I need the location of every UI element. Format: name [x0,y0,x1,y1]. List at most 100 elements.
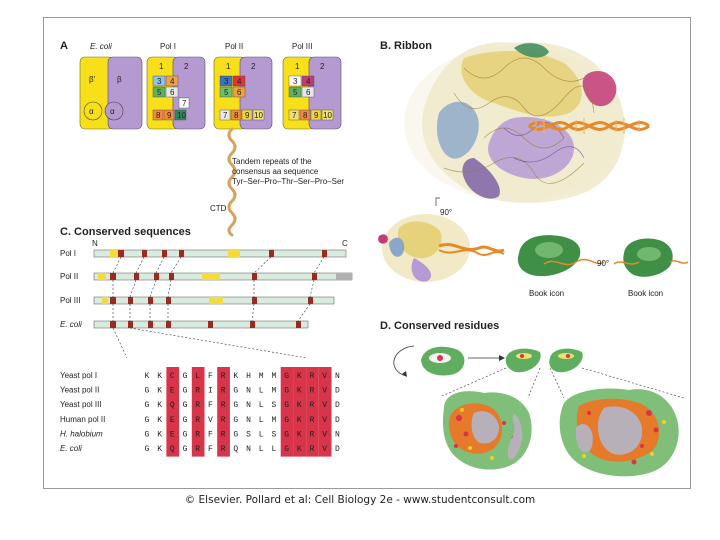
tandem-note-line-3: Tyr–Ser–Pro–Thr–Ser–Pro–Ser [232,177,344,186]
pol1-num-6: 6 [170,88,175,97]
bar-label-ecoli: E. coli [60,320,82,329]
residue: N [246,416,251,425]
alignment-row-label: Yeast pol III [60,400,102,409]
pol1-diagram: 1 2 3 4 5 6 7 8 9 10 [147,57,205,129]
residue: K [157,445,162,454]
pol1-num-1: 1 [159,62,164,71]
residue: D [335,387,340,396]
sequence-bar-ecoli [94,321,308,328]
pol3-num-1: 1 [295,62,300,71]
pol1-num-3: 3 [157,77,162,86]
pol2-num-9: 9 [245,111,250,120]
residue: Q [233,445,238,454]
residue: R [221,430,226,439]
panel-d: D. Conserved residues [380,320,684,476]
book-icon-1 [518,235,604,276]
figure-canvas: A E. coli Pol I Pol II Pol III β' β α α … [44,18,690,488]
pol1-num-5: 5 [157,88,162,97]
residue: L [259,401,264,410]
sequence-bar-pol2 [94,273,352,280]
pol3-num-6: 6 [306,88,311,97]
residue: K [145,372,150,381]
col-label-pol3: Pol III [292,42,312,51]
residue: R [310,430,315,439]
residue: V [322,401,327,410]
residue: R [221,445,226,454]
pol3-num-9: 9 [314,111,319,120]
pol2-num-2: 2 [251,62,256,71]
residue: R [195,430,200,439]
residue: R [195,401,200,410]
pol1-num-7: 7 [182,99,187,108]
conserved-icon-small [421,347,464,376]
residue: Q [170,401,175,410]
alignment-row-label: Human pol II [60,415,105,424]
residue: G [284,401,289,410]
residue: N [246,401,251,410]
residue: C [170,372,175,381]
book-icon-label-2: Book icon [628,289,663,298]
residue: E [170,416,175,425]
tandem-note-line-2: consensus aa sequence [232,167,319,176]
residue: G [183,401,188,410]
alpha-label-1: α [89,107,94,116]
residue: G [284,372,289,381]
residue: L [259,387,264,396]
pol2-num-8: 8 [234,111,239,120]
pol1-num-10: 10 [177,111,186,120]
residue: F [208,445,213,454]
residue: L [259,445,264,454]
residue: K [233,372,238,381]
residue: N [246,387,251,396]
residue: R [221,387,226,396]
residue: K [297,430,302,439]
residue: K [157,430,162,439]
book-icon-label-1: Book icon [529,289,564,298]
pol3-num-2: 2 [320,62,325,71]
residue: R [310,387,315,396]
col-label-pol2: Pol II [225,42,243,51]
residue: G [145,445,150,454]
pol3-num-10: 10 [323,111,332,120]
pol2-num-4: 4 [237,77,242,86]
residue: Q [170,445,175,454]
residue: G [284,430,289,439]
residue: R [195,416,200,425]
residue: R [195,445,200,454]
residue: K [157,416,162,425]
copyright-credit: © Elsevier. Pollard et al: Cell Biology … [0,494,720,506]
tandem-note-line-1: Tandem repeats of the [232,157,312,166]
residue: N [335,430,340,439]
surface-rendering-left [443,391,532,469]
residue: V [322,445,327,454]
residue: L [272,445,277,454]
residue: D [335,416,340,425]
residue: G [145,416,150,425]
residue: M [272,416,277,425]
residue: S [246,430,251,439]
bar-label-pol3: Pol III [60,296,80,305]
residue: K [157,401,162,410]
residue: V [322,372,327,381]
residue: R [310,372,315,381]
residue: E [170,430,175,439]
residue: K [297,387,302,396]
residue: G [145,401,150,410]
residue: G [233,430,238,439]
residue: F [208,372,213,381]
residue: F [208,430,213,439]
residue: L [195,372,200,381]
panel-d-title: D. Conserved residues [380,320,499,332]
pol2-num-1: 1 [226,62,231,71]
residue: V [322,430,327,439]
panel-a: A E. coli Pol I Pol II Pol III β' β α α … [60,40,344,235]
residue: R [221,401,226,410]
bar-label-pol1: Pol I [60,249,76,258]
residue: G [284,416,289,425]
beta-label: β [117,75,122,84]
pol1-num-9: 9 [167,111,172,120]
residue: G [183,416,188,425]
residue: K [297,445,302,454]
residue: G [183,430,188,439]
residue: M [259,372,264,381]
